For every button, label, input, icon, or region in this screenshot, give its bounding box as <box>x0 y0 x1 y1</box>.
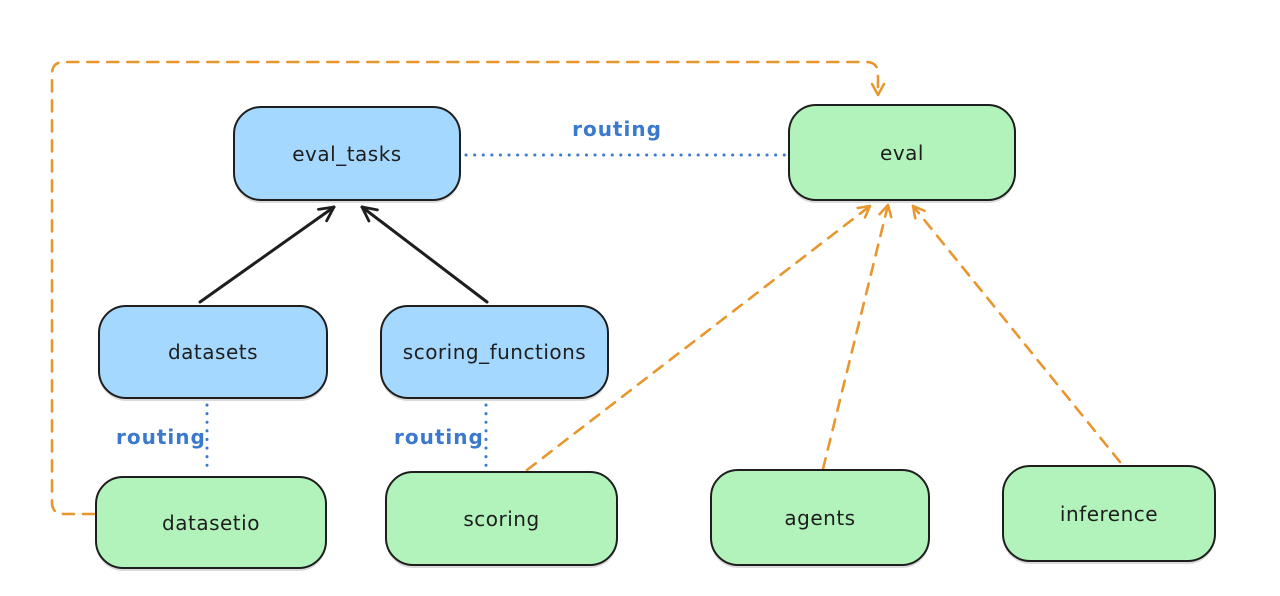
edge-datasetio-to-eval <box>50 60 886 516</box>
node-datasets: datasets <box>98 305 328 399</box>
edge-label-routing-scoring-functions-scoring: routing <box>394 425 484 449</box>
node-scoring-label: scoring <box>463 506 540 531</box>
edge-scoring-functions-to-eval-tasks <box>360 205 489 304</box>
node-agents: agents <box>710 469 930 566</box>
node-datasetio-label: datasetio <box>162 510 260 535</box>
node-inference-label: inference <box>1059 501 1159 526</box>
node-datasetio: datasetio <box>95 476 327 569</box>
node-datasets-label: datasets <box>167 340 259 364</box>
node-eval-tasks-label: eval_tasks <box>292 141 402 166</box>
node-scoring-functions-label: scoring_functions <box>402 340 587 364</box>
node-eval: eval <box>788 104 1016 201</box>
node-scoring: scoring <box>385 471 618 566</box>
edge-label-routing-eval-tasks-eval: routing <box>572 117 662 141</box>
edge-scoring-to-eval <box>525 204 872 472</box>
edge-inference-to-eval <box>911 204 1122 464</box>
node-eval-tasks: eval_tasks <box>233 106 461 201</box>
edge-label-routing-datasets-datasetio: routing <box>116 425 206 449</box>
node-eval-label: eval <box>880 140 924 165</box>
node-inference: inference <box>1002 465 1216 562</box>
edge-datasets-to-eval-tasks <box>198 205 336 304</box>
node-agents-label: agents <box>784 505 856 530</box>
edge-agents-to-eval <box>821 203 893 471</box>
node-scoring-functions: scoring_functions <box>380 305 609 399</box>
